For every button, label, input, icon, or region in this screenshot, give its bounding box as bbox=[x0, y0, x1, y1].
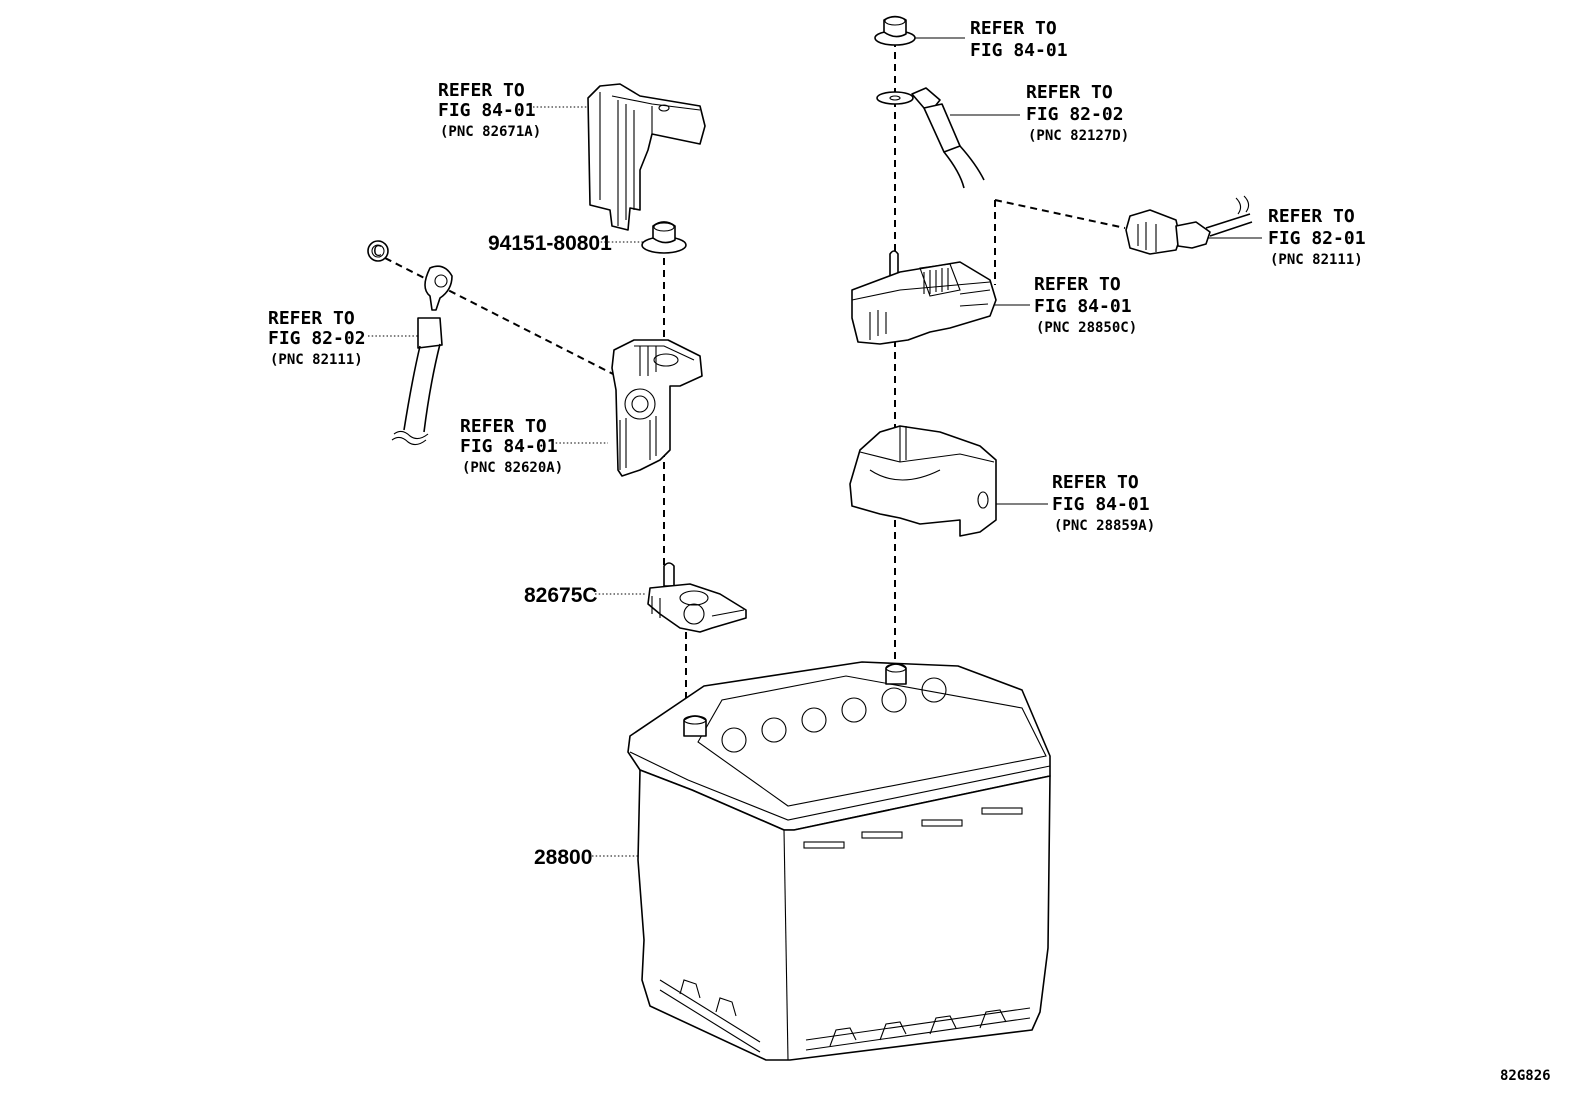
label-line2: FIG 82-02 bbox=[1026, 104, 1124, 125]
part-number: 94151-80801 bbox=[488, 232, 612, 255]
label-line1: REFER TO bbox=[1268, 206, 1355, 227]
label-neg-cable: REFER TO FIG 82-02 (PNC 82111) bbox=[268, 308, 366, 368]
label-line1: REFER TO bbox=[970, 18, 1057, 39]
label-pnc: (PNC 28859A) bbox=[1054, 518, 1155, 534]
label-pnc: (PNC 82620A) bbox=[462, 460, 563, 476]
negative-terminal-cover bbox=[587, 83, 706, 231]
assembly-lines bbox=[384, 40, 1126, 718]
label-neg-clamp: REFER TO FIG 84-01 (PNC 82620A) bbox=[460, 416, 563, 476]
label-pos-cable: REFER TO FIG 82-02 (PNC 82127D) bbox=[1026, 82, 1129, 144]
positive-cable bbox=[876, 87, 985, 189]
leader-lines bbox=[368, 37, 1262, 857]
figure-reference: 82G826 bbox=[1500, 1068, 1551, 1084]
part-number: 28800 bbox=[534, 846, 592, 869]
label-line1: REFER TO bbox=[1026, 82, 1113, 103]
negative-clamp bbox=[611, 339, 703, 477]
label-line1: REFER TO bbox=[1034, 274, 1121, 295]
label-fusible-block: REFER TO FIG 84-01 (PNC 28850C) bbox=[1034, 274, 1137, 336]
label-connector: REFER TO FIG 82-01 (PNC 82111) bbox=[1268, 206, 1366, 268]
label-line2: FIG 82-01 bbox=[1268, 228, 1366, 249]
washer: C bbox=[367, 240, 389, 262]
label-line1: REFER TO bbox=[460, 416, 547, 437]
label-pnc: (PNC 82111) bbox=[270, 352, 363, 368]
label-terminal: 82675C bbox=[524, 584, 598, 607]
label-line2: FIG 84-01 bbox=[438, 100, 536, 121]
label-battery: 28800 bbox=[534, 846, 592, 869]
label-line2: FIG 84-01 bbox=[970, 40, 1068, 61]
top-nut bbox=[874, 15, 916, 46]
washer-mark: C bbox=[373, 242, 382, 260]
label-line2: FIG 84-01 bbox=[460, 436, 558, 457]
label-line1: REFER TO bbox=[1052, 472, 1139, 493]
part-number: 82675C bbox=[524, 584, 598, 607]
label-terminal-cover-neg: REFER TO FIG 84-01 (PNC 82671A) bbox=[438, 80, 541, 140]
battery bbox=[627, 661, 1051, 1061]
hex-nut bbox=[641, 221, 687, 254]
fusible-link-block bbox=[851, 250, 997, 345]
label-nut: 94151-80801 bbox=[488, 232, 612, 255]
label-line2: FIG 84-01 bbox=[1034, 296, 1132, 317]
negative-cable bbox=[391, 265, 453, 446]
label-pnc: (PNC 28850C) bbox=[1036, 320, 1137, 336]
label-line2: FIG 82-02 bbox=[268, 328, 366, 349]
label-line2: FIG 84-01 bbox=[1052, 494, 1150, 515]
label-line1: REFER TO bbox=[268, 308, 355, 329]
label-top-nut: REFER TO FIG 84-01 bbox=[970, 18, 1068, 61]
label-pnc: (PNC 82111) bbox=[1270, 252, 1363, 268]
wire-connector bbox=[1125, 195, 1253, 255]
battery-bracket bbox=[849, 425, 997, 537]
label-bracket: REFER TO FIG 84-01 (PNC 28859A) bbox=[1052, 472, 1155, 534]
label-line1: REFER TO bbox=[438, 80, 525, 101]
label-pnc: (PNC 82671A) bbox=[440, 124, 541, 140]
label-pnc: (PNC 82127D) bbox=[1028, 128, 1129, 144]
battery-terminal bbox=[647, 562, 747, 633]
